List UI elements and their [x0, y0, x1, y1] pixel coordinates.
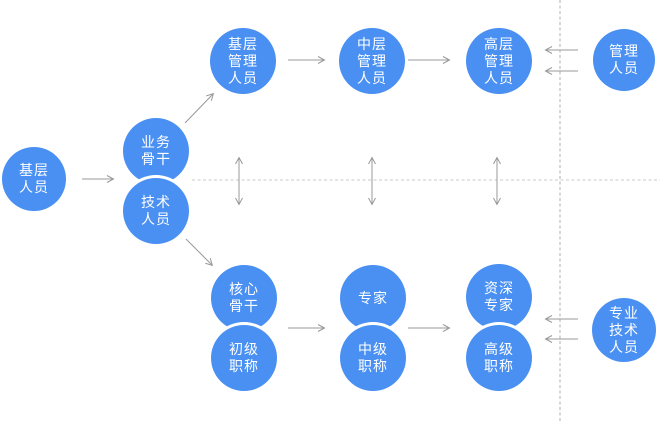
node-technical-staff: 技术 人员 [123, 178, 189, 244]
node-middle-manager: 中层 管理 人员 [339, 28, 405, 94]
arrow-backbone-to-junior-manager [184, 92, 215, 124]
node-junior-manager: 基层 管理 人员 [210, 28, 276, 94]
node-professional-technical-staff: 专业 技术 人员 [592, 298, 656, 362]
node-junior-title: 初级 职称 [211, 325, 277, 391]
node-senior-expert: 资深 专家 [466, 264, 532, 330]
node-base-staff: 基层 人员 [2, 147, 66, 211]
node-core-backbone: 核心 骨干 [211, 265, 277, 331]
node-expert: 专家 [340, 265, 406, 331]
node-intermediate-title: 中级 职称 [340, 325, 406, 391]
node-management-staff: 管理 人员 [593, 29, 655, 91]
node-senior-title: 高级 职称 [466, 325, 532, 391]
node-senior-manager: 高层 管理 人员 [466, 28, 532, 94]
arrow-technical-to-core-backbone [185, 238, 214, 267]
node-business-backbone: 业务 骨干 [123, 118, 189, 184]
